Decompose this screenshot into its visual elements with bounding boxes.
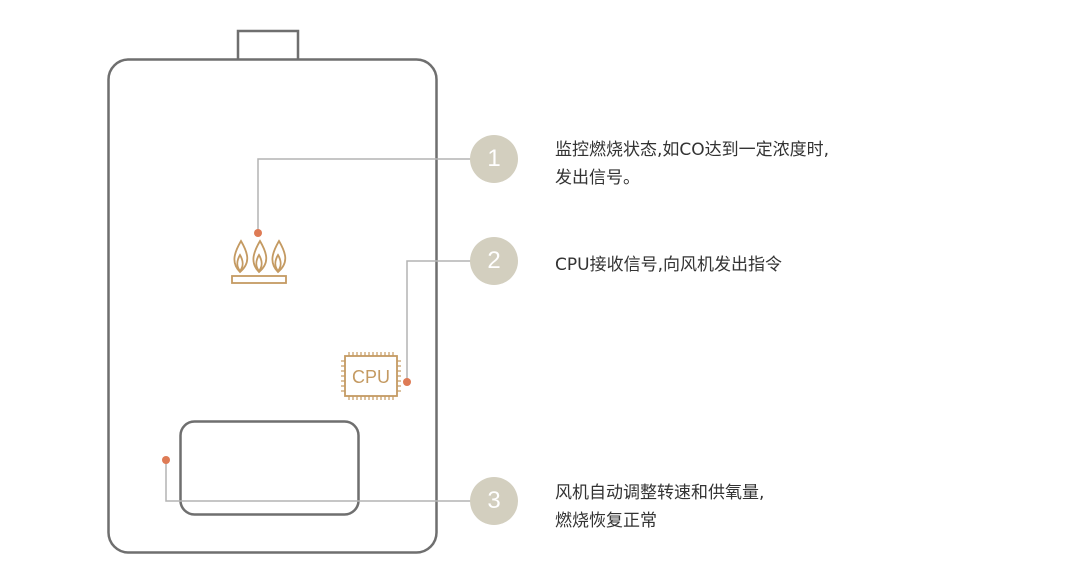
heater-body [107,58,438,554]
step-1-line-1: 监控燃烧状态,如CO达到一定浓度时, [555,140,830,160]
step-description-1: 监控燃烧状态,如CO达到一定浓度时, 发出信号。 [555,136,829,192]
flame-burner-icon [231,239,287,284]
connector-line-1 [257,158,494,233]
step-description-3: 风机自动调整转速和供氧量, 燃烧恢复正常 [555,479,764,535]
step-2-line-1: CPU接收信号,向风机发出指令 [555,255,782,275]
step-badge-1: 1 [470,135,518,183]
step-3-line-1: 风机自动调整转速和供氧量, [555,483,765,503]
fan-box [179,420,360,516]
connector-line-3 [165,460,494,502]
step-description-2: CPU接收信号,向风机发出指令 [555,251,782,279]
exhaust-stub [236,29,300,60]
connector-line-2 [406,260,494,382]
step-badge-2: 2 [470,237,518,285]
step-1-line-2: 发出信号。 [555,168,640,188]
cpu-chip-label: CPU [352,367,390,387]
step-badge-3: 3 [470,477,518,525]
sensor-dot-3 [162,456,170,464]
sensor-dot-2 [403,378,411,386]
step-3-line-2: 燃烧恢复正常 [555,511,657,531]
cpu-chip-icon: CPU [341,352,401,400]
sensor-dot-1 [254,229,262,237]
